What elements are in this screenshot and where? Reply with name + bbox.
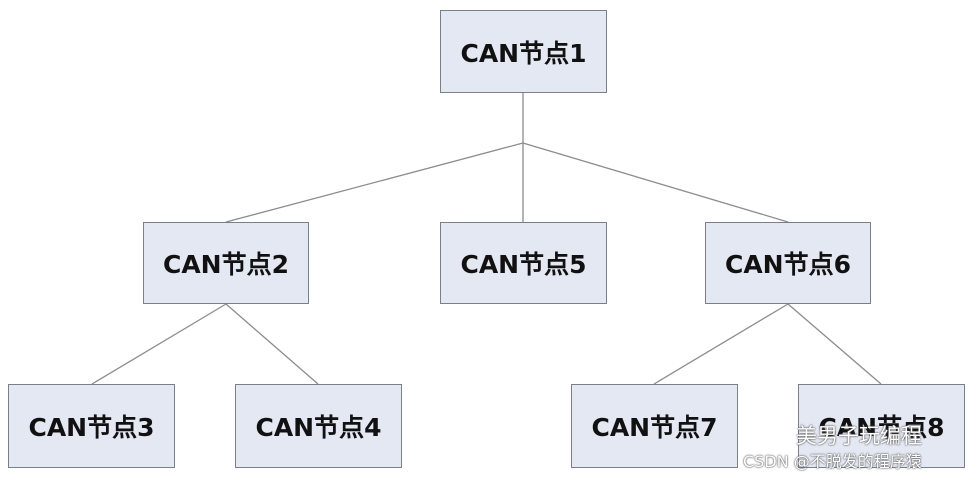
node-can-5: CAN节点5 — [440, 222, 607, 304]
node-can-3: CAN节点3 — [8, 384, 175, 468]
watermark-csdn-credit: CSDN @不脱发的程序猿 — [743, 452, 922, 471]
wechat-icon — [758, 420, 788, 444]
line-n2-n4 — [225, 303, 319, 385]
node-can-6: CAN节点6 — [705, 222, 871, 304]
node-can-4: CAN节点4 — [235, 384, 402, 468]
line-n2-n3 — [91, 303, 227, 385]
line-n6-n8 — [787, 303, 882, 385]
node-can-8: CAN节点8 — [798, 384, 965, 468]
line-n6-n7 — [653, 303, 789, 385]
node-can-2: CAN节点2 — [143, 222, 309, 304]
watermark-account-name: 美男子玩编程 — [796, 424, 922, 448]
node-can-7: CAN节点7 — [571, 384, 738, 468]
line-junction-n2 — [225, 142, 524, 223]
node-can-1: CAN节点1 — [440, 10, 607, 93]
line-junction-n6 — [522, 142, 789, 223]
